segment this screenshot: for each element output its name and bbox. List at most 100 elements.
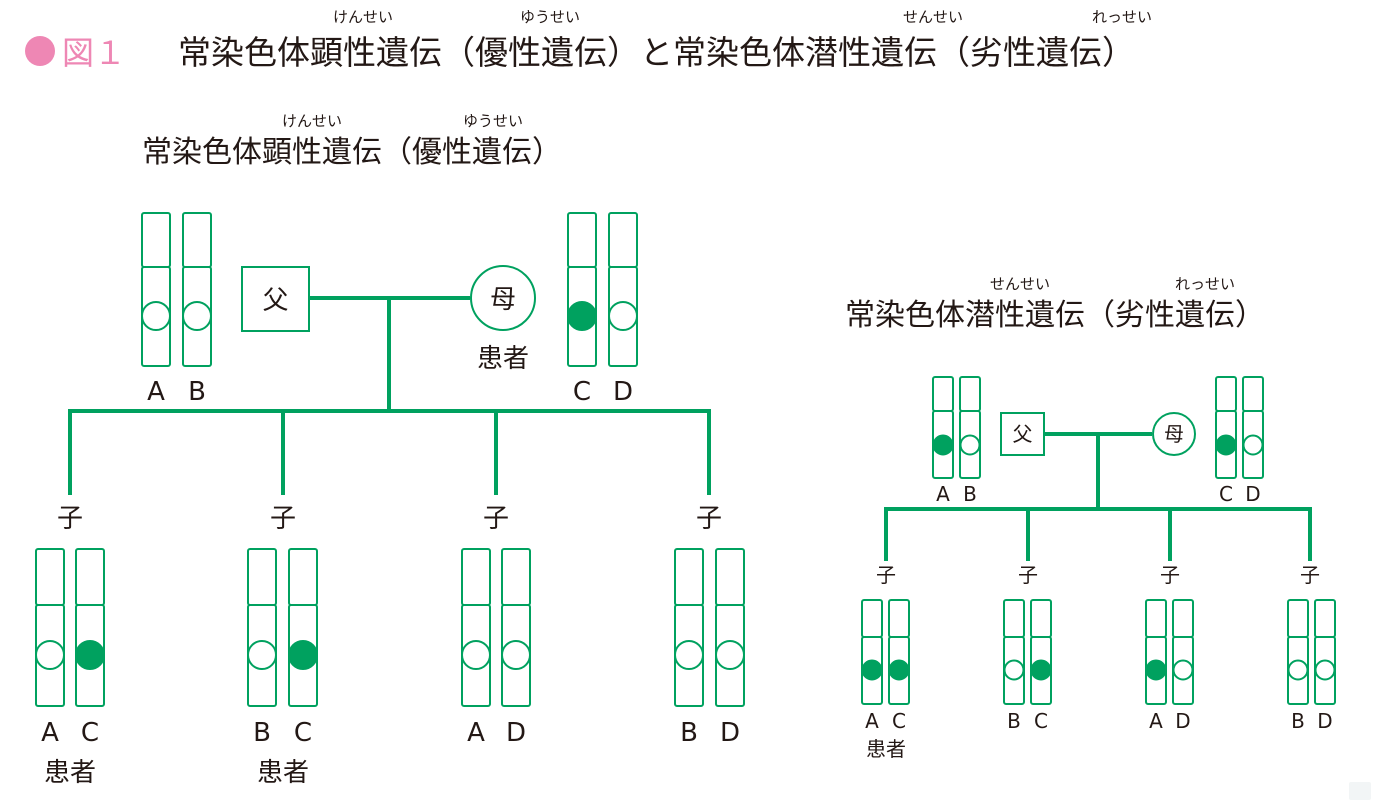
furigana-kensei: けんせい — [333, 8, 393, 26]
recessive-child-3-allele-a: A — [1149, 709, 1163, 733]
recessive-father-allele-label-a: A — [936, 482, 950, 506]
allele-disease — [288, 640, 318, 670]
allele-disease — [861, 659, 883, 681]
recessive-mother-chromosome-d — [1242, 376, 1264, 479]
figure-label: 図１ — [62, 34, 126, 72]
recessive-child-4-allele-b: B — [1291, 709, 1305, 733]
dominant-father-chromosome-b — [182, 212, 212, 367]
allele-normal — [461, 640, 491, 670]
dominant-father-symbol — [241, 266, 310, 332]
dominant-title: 常染色体顕性遺伝（優性遺伝） — [142, 135, 562, 170]
dominant-child-label-3: 子 — [483, 504, 509, 534]
dominant-child-2-allele-b: B — [253, 718, 271, 748]
bullet-icon — [25, 36, 55, 66]
corner-badge — [1349, 782, 1371, 800]
recessive-child-2-allele-c: C — [1034, 709, 1048, 733]
recessive-child-1-allele-a: A — [865, 709, 879, 733]
allele-disease — [1030, 659, 1052, 681]
allele-normal — [35, 640, 65, 670]
dominant-child-label-1: 子 — [57, 504, 83, 534]
recessive-mother-chromosome-c — [1215, 376, 1237, 479]
dominant-child-1: A C 患者 — [35, 548, 105, 788]
furigana-ressei: れっせい — [1092, 8, 1152, 26]
dominant-father-label: 父 — [262, 286, 288, 316]
dominant-child-3-allele-a: A — [467, 718, 485, 748]
recessive-father-chromosome-b — [959, 376, 981, 479]
allele-normal — [1172, 659, 1194, 681]
dominant-mother-chromosome-d — [608, 212, 638, 367]
allele-normal — [247, 640, 277, 670]
dominant-child-2: B C 患者 — [247, 548, 318, 788]
figure-title: 常染色体顕性遺伝（優性遺伝）と常染色体潜性遺伝（劣性遺伝） — [178, 33, 1135, 72]
dominant-mother-allele-label-c: C — [573, 377, 591, 407]
allele-normal — [182, 301, 212, 331]
recessive-child-label-1: 子 — [876, 563, 896, 587]
recessive-child-1: A C 患者 — [861, 599, 910, 761]
allele-disease — [75, 640, 105, 670]
recessive-child-3: A D — [1145, 599, 1194, 733]
allele-disease — [888, 659, 910, 681]
recessive-child-label-3: 子 — [1160, 563, 1180, 587]
dominant-furigana-kensei: けんせい — [282, 112, 342, 130]
allele-normal — [608, 301, 638, 331]
allele-normal — [715, 640, 745, 670]
dominant-child-1-allele-c: C — [81, 718, 99, 748]
recessive-child-1-allele-c: C — [892, 709, 906, 733]
recessive-furigana-ressei: れっせい — [1175, 275, 1235, 293]
recessive-father-symbol — [1000, 412, 1045, 456]
allele-normal — [1003, 659, 1025, 681]
dominant-father-allele-label-a: A — [147, 377, 165, 407]
furigana-sensei: せんせい — [903, 8, 963, 26]
allele-normal — [501, 640, 531, 670]
furigana-yusei: ゆうせい — [520, 8, 580, 26]
dominant-child-1-status: 患者 — [44, 758, 96, 788]
dominant-mother-symbol — [470, 265, 536, 331]
allele-disease — [567, 301, 597, 331]
dominant-child-3: A D — [461, 548, 531, 748]
recessive-child-3-allele-d: D — [1175, 709, 1190, 733]
recessive-mother-allele-label-d: D — [1245, 482, 1260, 506]
dominant-mother-chromosome-c — [567, 212, 597, 367]
recessive-child-label-2: 子 — [1018, 563, 1038, 587]
allele-normal — [1287, 659, 1309, 681]
recessive-mother-label: 母 — [1164, 422, 1184, 446]
dominant-mother-status: 患者 — [477, 344, 529, 374]
allele-disease — [932, 434, 954, 456]
figure-header: 図１ 常染色体顕性遺伝（優性遺伝）と常染色体潜性遺伝（劣性遺伝） けんせい ゆう… — [25, 8, 1152, 72]
dominant-child-4-allele-b: B — [680, 718, 698, 748]
recessive-furigana-sensei: せんせい — [990, 275, 1050, 293]
recessive-child-4: B D — [1287, 599, 1336, 733]
recessive-child-2: B C — [1003, 599, 1052, 733]
recessive-mother-allele-label-c: C — [1219, 482, 1233, 506]
dominant-furigana-yusei: ゆうせい — [463, 112, 523, 130]
recessive-child-label-4: 子 — [1300, 563, 1320, 587]
allele-normal — [674, 640, 704, 670]
dominant-father-chromosome-a — [141, 212, 171, 367]
dominant-child-1-allele-a: A — [41, 718, 59, 748]
dominant-mother-label: 母 — [490, 285, 516, 315]
recessive-father-label: 父 — [1013, 422, 1033, 446]
dominant-child-2-status: 患者 — [257, 758, 309, 788]
allele-normal — [141, 301, 171, 331]
dominant-panel: 常染色体顕性遺伝（優性遺伝） けんせい ゆうせい 父 A B 母 患者 — [35, 112, 745, 788]
dominant-mother-allele-label-d: D — [613, 377, 633, 407]
recessive-child-1-status: 患者 — [866, 737, 906, 761]
recessive-title: 常染色体潜性遺伝（劣性遺伝） — [845, 298, 1265, 333]
dominant-father-allele-label-b: B — [188, 377, 206, 407]
allele-normal — [959, 434, 981, 456]
dominant-child-label-2: 子 — [270, 504, 296, 534]
allele-normal — [1314, 659, 1336, 681]
dominant-child-2-allele-c: C — [294, 718, 312, 748]
recessive-father-allele-label-b: B — [963, 482, 977, 506]
dominant-child-label-4: 子 — [696, 504, 722, 534]
allele-disease — [1145, 659, 1167, 681]
recessive-panel: 常染色体潜性遺伝（劣性遺伝） せんせい れっせい 父 A B 母 — [845, 275, 1336, 761]
dominant-child-4: B D — [674, 548, 745, 748]
allele-disease — [1215, 434, 1237, 456]
recessive-mother-symbol — [1152, 412, 1196, 456]
recessive-father-chromosome-a — [932, 376, 954, 479]
allele-normal — [1242, 434, 1264, 456]
dominant-child-4-allele-d: D — [720, 718, 740, 748]
recessive-child-4-allele-d: D — [1317, 709, 1332, 733]
